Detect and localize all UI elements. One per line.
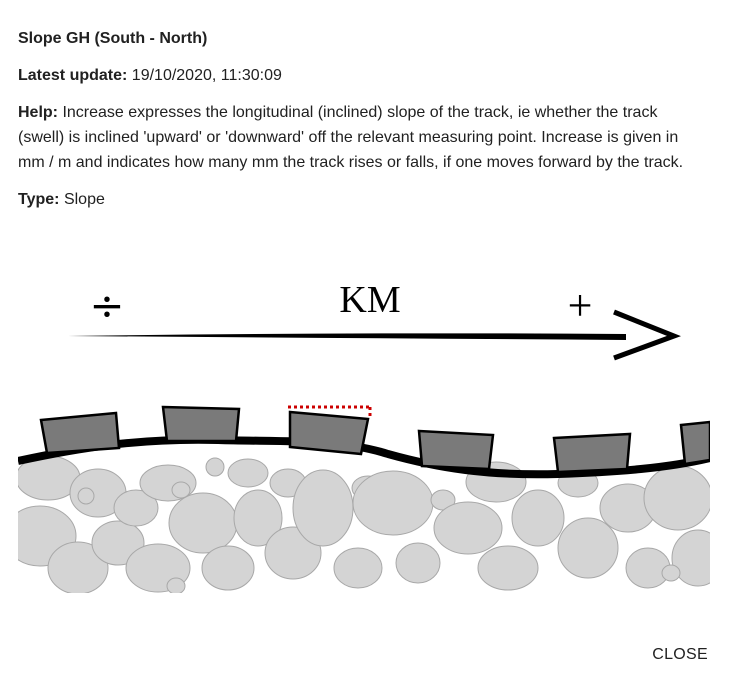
minus-symbol: ÷ (89, 281, 124, 330)
help-text: Increase expresses the longitudinal (inc… (18, 104, 684, 171)
sleeper (552, 432, 632, 474)
ballast-stones (18, 455, 710, 593)
sleeper (161, 405, 241, 443)
help-row: Help: Increase expresses the longitudina… (18, 100, 708, 175)
sleeper (679, 420, 710, 466)
type-value: Slope (63, 191, 105, 208)
type-row: Type: Slope (18, 187, 708, 212)
latest-update-row: Latest update: 19/10/2020, 11:30:09 (18, 63, 708, 88)
sleeper (417, 429, 495, 471)
latest-update-value: 19/10/2020, 11:30:09 (131, 67, 282, 84)
dialog-content: Slope GH (South - North) Latest update: … (18, 26, 708, 224)
rail-line (18, 435, 710, 479)
sleeper (288, 410, 370, 456)
slope-marker (288, 405, 372, 419)
dialog-title: Slope GH (South - North) (18, 30, 208, 47)
sleeper (39, 411, 121, 455)
help-label: Help: (18, 104, 58, 121)
plus-symbol: + (568, 281, 593, 330)
direction-arrow (68, 309, 681, 361)
sleepers (39, 405, 710, 474)
km-label: KM (339, 279, 400, 321)
slope-illustration: ÷ KM + (18, 279, 710, 593)
latest-update-label: Latest update: (18, 67, 128, 84)
type-label: Type: (18, 191, 60, 208)
close-button[interactable]: CLOSE (652, 644, 708, 666)
